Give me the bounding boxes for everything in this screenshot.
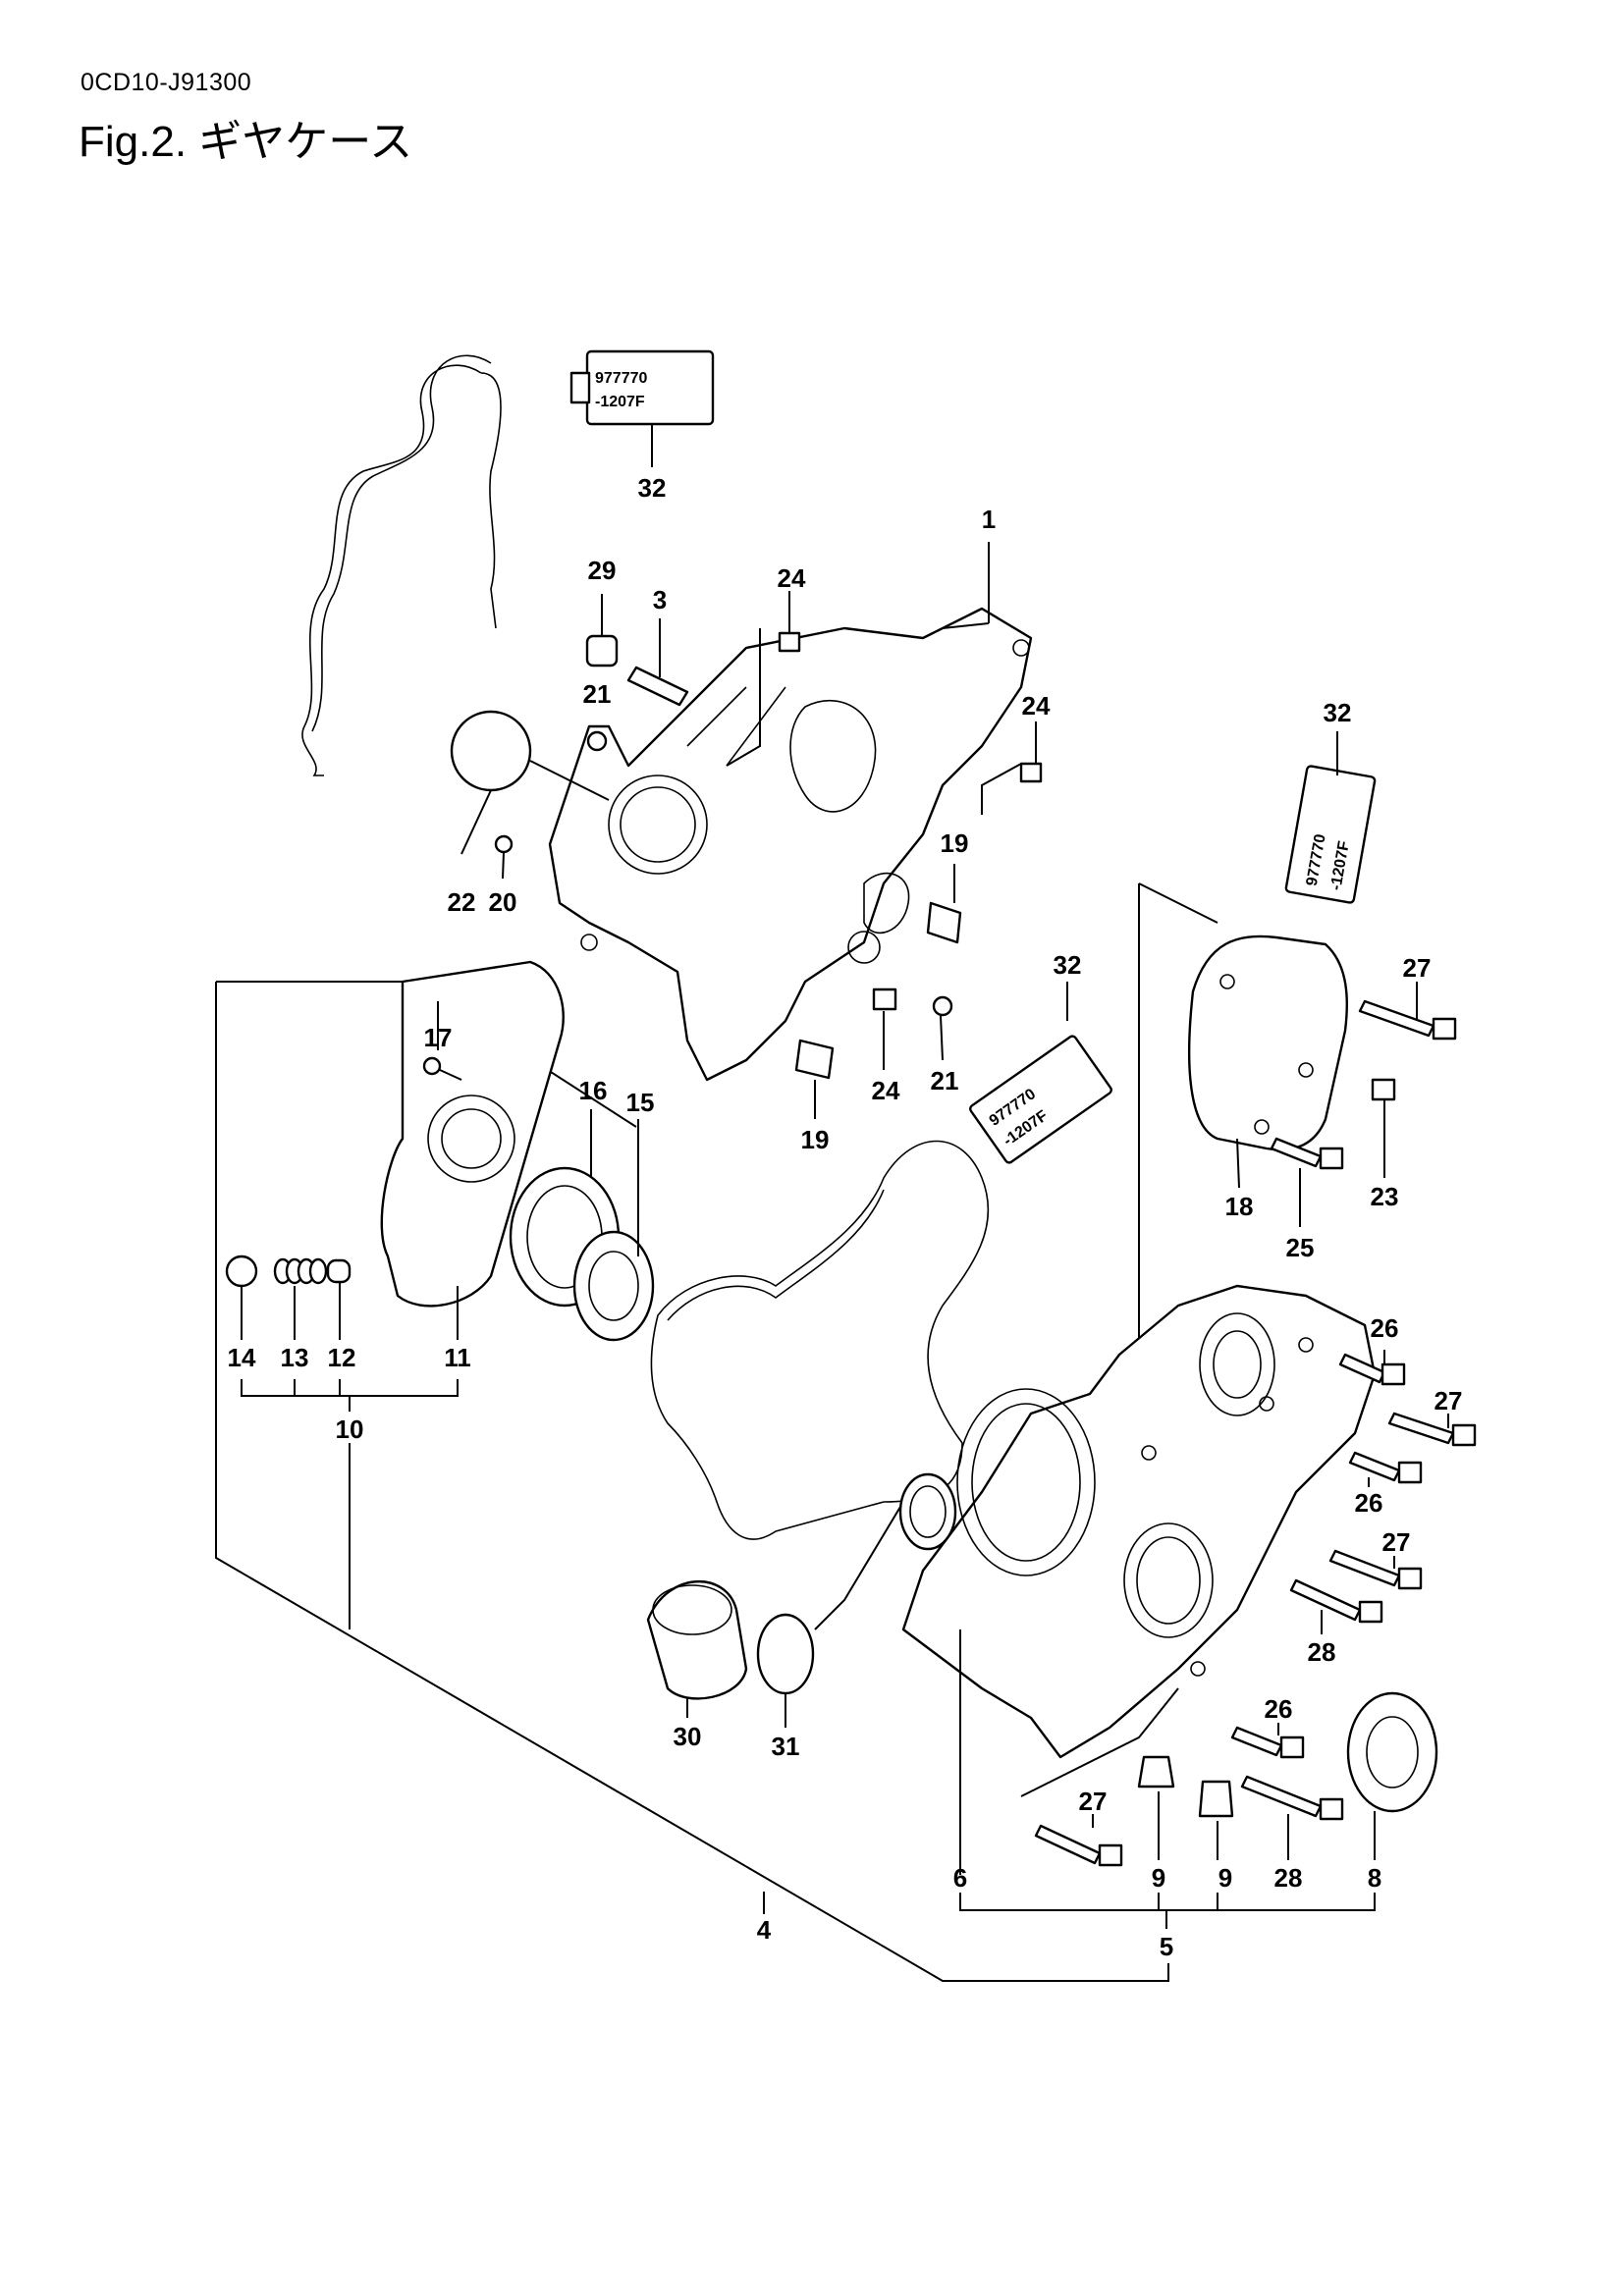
seal-ring-upper	[898, 1472, 957, 1551]
bolt-24-lower	[872, 988, 897, 1011]
bolt-23	[1371, 1078, 1396, 1101]
valve-12	[326, 1258, 352, 1284]
callout-4: 4	[757, 1915, 772, 1945]
sealant-tube-middle: 977770 -1207F	[969, 1035, 1112, 1164]
gear-case-cover-plate	[548, 607, 1033, 1082]
o-ring-20	[494, 834, 514, 854]
callout-6: 6	[953, 1863, 967, 1893]
bolt-27-case	[1387, 1412, 1477, 1447]
callout-14: 14	[228, 1343, 256, 1372]
o-ring-31	[756, 1613, 815, 1695]
callout-8: 8	[1368, 1863, 1381, 1893]
callout-18: 18	[1225, 1192, 1254, 1221]
bolt-26-top	[1338, 1353, 1406, 1386]
stud-3	[626, 666, 689, 707]
o-ring-21-lower	[932, 995, 953, 1017]
callout-11: 11	[444, 1343, 471, 1372]
callout-17: 17	[424, 1023, 453, 1052]
callout-31: 31	[772, 1732, 800, 1761]
bolt-27-mid	[1328, 1549, 1423, 1590]
callout-28-mid: 28	[1308, 1637, 1336, 1667]
callout-10: 10	[336, 1415, 364, 1444]
callout-9-left: 9	[1152, 1863, 1165, 1893]
callout-27-case: 27	[1435, 1386, 1463, 1415]
callout-26-mid: 26	[1355, 1488, 1383, 1518]
plug-30	[646, 1579, 748, 1700]
callout-19-lower: 19	[801, 1125, 830, 1154]
o-ring-22	[450, 710, 532, 792]
pump-body-11	[380, 960, 565, 1308]
callout-32-right: 32	[1324, 698, 1352, 727]
pin-19-upper	[926, 901, 962, 944]
callout-5: 5	[1160, 1932, 1173, 1961]
callout-20: 20	[489, 887, 517, 917]
bolt-24-top	[778, 631, 801, 653]
bolt-26-mid	[1348, 1451, 1423, 1484]
callout-13: 13	[281, 1343, 309, 1372]
callout-3: 3	[653, 585, 667, 614]
callout-9-right: 9	[1218, 1863, 1232, 1893]
callout-25: 25	[1286, 1233, 1315, 1262]
screw-17	[422, 1056, 462, 1081]
sealant-tube-top: 977770 -1207F	[569, 349, 715, 426]
bolt-28-low	[1240, 1775, 1344, 1821]
oil-seal-8	[1346, 1691, 1438, 1813]
sealant-tube-right: 977770 -1207F	[1284, 765, 1377, 904]
bolt-26-low	[1230, 1726, 1305, 1759]
tube-code-line2: -1207F	[595, 394, 645, 410]
callout-21-upper: 21	[583, 679, 612, 709]
tube-code-line1: 977770	[595, 370, 647, 387]
callout-21-lower: 21	[931, 1066, 959, 1095]
callout-19-upper: 19	[941, 828, 969, 858]
callout-30: 30	[674, 1722, 702, 1751]
callout-24-right: 24	[1022, 691, 1051, 721]
figure-title: Fig.2. ギヤケース	[79, 118, 413, 166]
callout-26-low: 26	[1265, 1694, 1293, 1724]
inner-rotor-15	[572, 1230, 655, 1342]
callout-1: 1	[982, 505, 996, 534]
callout-32-top: 32	[638, 473, 667, 503]
callout-32-middle: 32	[1054, 950, 1082, 980]
callout-16: 16	[579, 1076, 608, 1105]
callout-27-low: 27	[1079, 1787, 1108, 1816]
nut-29	[585, 634, 619, 667]
gear-case-main-6	[901, 1284, 1377, 1759]
document-code: 0CD10-J91300	[81, 69, 252, 96]
plug-9-left	[1137, 1755, 1175, 1789]
plug-9-right	[1198, 1780, 1234, 1818]
plug-14	[225, 1255, 258, 1288]
bolt-24-right	[1019, 762, 1043, 783]
callout-24-lower: 24	[872, 1076, 900, 1105]
gasket-upper	[301, 354, 492, 776]
bolt-27-low	[1034, 1824, 1123, 1867]
callout-27-mid: 27	[1382, 1527, 1411, 1557]
gasket-lower	[650, 1140, 990, 1540]
o-ring-21-upper	[586, 730, 608, 752]
side-cover-18	[1188, 934, 1348, 1151]
callout-28-low: 28	[1274, 1863, 1303, 1893]
bolt-28-mid	[1289, 1578, 1383, 1624]
spring-13	[273, 1257, 328, 1285]
callout-27-top: 27	[1403, 953, 1432, 983]
callout-22: 22	[448, 887, 476, 917]
callout-29: 29	[588, 556, 617, 585]
callout-24-top: 24	[778, 563, 806, 593]
callout-15: 15	[626, 1088, 655, 1117]
bolt-27-top	[1358, 999, 1457, 1041]
bolt-25	[1270, 1137, 1344, 1170]
pin-19-lower	[794, 1039, 835, 1080]
callout-23: 23	[1371, 1182, 1399, 1211]
callout-12: 12	[328, 1343, 356, 1372]
callout-26-top: 26	[1371, 1313, 1399, 1343]
